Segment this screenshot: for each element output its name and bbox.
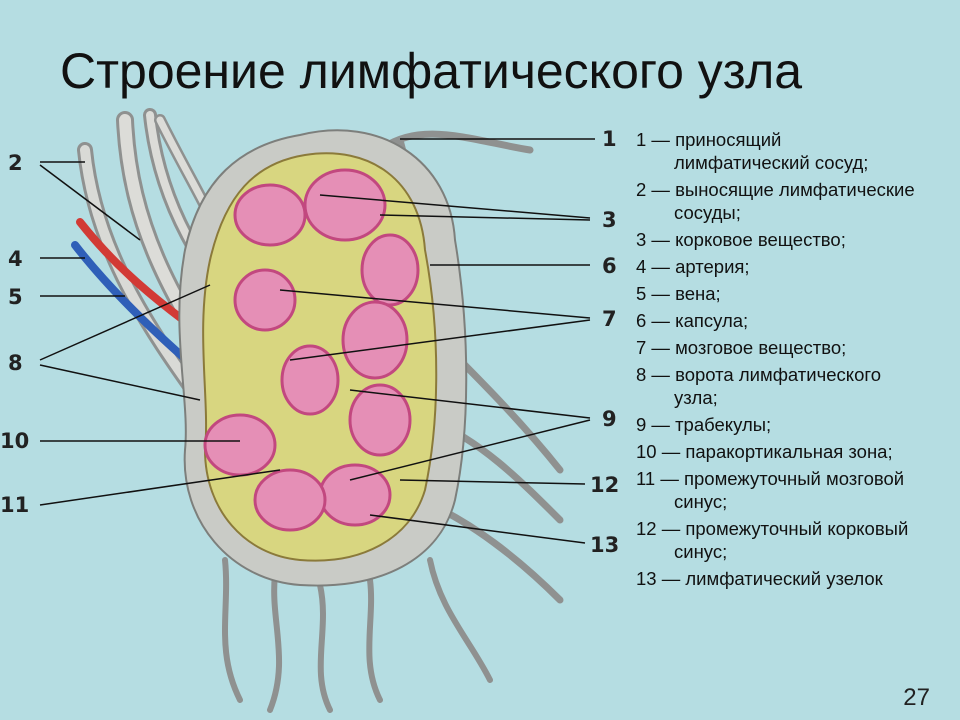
- lymphatic-nodules: [203, 168, 420, 532]
- legend-item: 6 — капсула;: [636, 309, 960, 332]
- legend-item: 9 — трабекулы;: [636, 413, 960, 436]
- legend-item-continuation: синус;: [674, 491, 728, 512]
- callout-4: 4: [8, 247, 23, 271]
- legend-item-text: 8 — ворота лимфатического: [636, 364, 881, 385]
- callout-5: 5: [8, 285, 23, 309]
- slide-title: Строение лимфатического узла: [60, 43, 803, 99]
- legend-item-text: 2 — выносящие лимфатические: [636, 179, 915, 200]
- callout-11: 11: [0, 493, 29, 517]
- legend-item-continuation: узла;: [674, 387, 718, 408]
- legend-item-text: 3 — корковое вещество;: [636, 229, 846, 250]
- legend-item-text: 10 — паракортикальная зона;: [636, 441, 893, 462]
- callout-10: 10: [0, 429, 29, 453]
- legend-item-text: 13 — лимфатический узелок: [636, 568, 883, 589]
- callout-12: 12: [590, 473, 619, 497]
- callout-3: 3: [602, 208, 617, 232]
- legend-item-text: 6 — капсула;: [636, 310, 749, 331]
- legend-item: 3 — корковое вещество;: [636, 228, 960, 251]
- callout-6: 6: [602, 254, 617, 278]
- callout-8: 8: [8, 351, 23, 375]
- legend-item-text: 9 — трабекулы;: [636, 414, 772, 435]
- bottom-vessels: [222, 557, 493, 713]
- legend-item-continuation: лимфатический сосуд;: [674, 152, 869, 173]
- legend-item: 7 — мозговое вещество;: [636, 336, 960, 359]
- legend-item: 10 — паракортикальная зона;: [636, 440, 960, 463]
- leader-lines: [39, 138, 595, 544]
- callout-13: 13: [590, 533, 619, 557]
- callout-7: 7: [602, 307, 617, 331]
- legend-item-text: 5 — вена;: [636, 283, 721, 304]
- callout-1: 1: [602, 127, 617, 151]
- legend-item-continuation: синус;: [674, 541, 728, 562]
- callout-2: 2: [8, 151, 23, 175]
- legend-item: 13 — лимфатический узелок: [636, 567, 960, 590]
- legend-item: 4 — артерия;: [636, 255, 960, 278]
- legend-item: 5 — вена;: [636, 282, 960, 305]
- callout-9: 9: [602, 407, 617, 431]
- legend-item-text: 11 — промежуточный мозговой: [636, 468, 905, 489]
- legend-item-text: 7 — мозговое вещество;: [636, 337, 847, 358]
- legend-item-continuation: сосуды;: [674, 202, 741, 223]
- legend-item-text: 1 — приносящий: [636, 129, 782, 150]
- legend-item-text: 4 — артерия;: [636, 256, 750, 277]
- page-number: 27: [903, 684, 930, 711]
- legend-item-text: 12 — промежуточный корковый: [636, 518, 909, 539]
